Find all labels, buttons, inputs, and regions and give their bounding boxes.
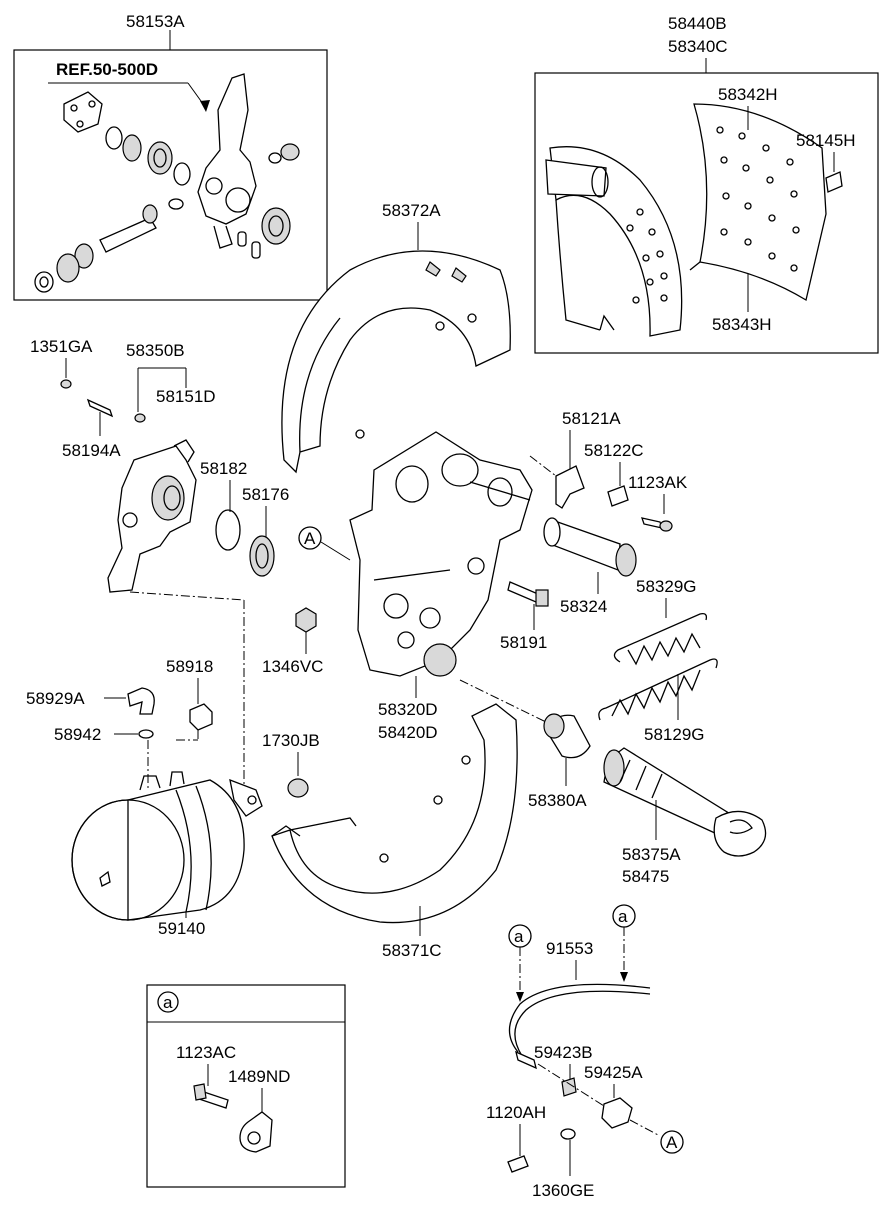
left-upper-small-parts: 1351GA 58350B 58151D 58194A 58182 58176 <box>30 337 289 593</box>
slack-adjuster-body-part <box>197 73 257 225</box>
label-58153A: 58153A <box>126 12 185 31</box>
label-58380A: 58380A <box>528 791 587 810</box>
label-58342H: 58342H <box>718 85 778 104</box>
label-58340C: 58340C <box>668 37 728 56</box>
label-1730JB: 1730JB <box>262 731 320 750</box>
shoe-rivet-holes <box>626 208 668 304</box>
label-1120AH: 1120AH <box>486 1103 546 1122</box>
label-58145H: 58145H <box>796 131 856 150</box>
valve-fitting-part <box>189 703 213 731</box>
elbow-fitting-part <box>127 687 155 715</box>
label-ref-50-500D: REF.50-500D <box>56 60 158 79</box>
springs-group: 58329G 58129G <box>598 577 718 744</box>
cam-bracket-group: 58121A 58122C 1123AK 58324 <box>529 409 688 616</box>
label-58182: 58182 <box>200 459 247 478</box>
brake-chamber-group: 59140 <box>71 591 263 938</box>
callout-A-upper-text: A <box>304 529 316 548</box>
label-58420D: 58420D <box>378 723 438 742</box>
label-58324: 58324 <box>560 597 607 616</box>
gasket-plate-part <box>63 91 103 133</box>
label-1360GE: 1360GE <box>532 1181 594 1200</box>
screw-part <box>507 1155 529 1173</box>
grease-fitting-part <box>86 398 114 418</box>
label-59423B: 59423B <box>534 1043 593 1062</box>
callout-a-detail-text: a <box>163 993 173 1012</box>
label-58191: 58191 <box>500 633 547 652</box>
label-59140: 59140 <box>158 919 205 938</box>
lining-rivet-holes <box>716 126 800 272</box>
label-1351GA: 1351GA <box>30 337 93 356</box>
brake-spider-group: 58320D 58420D <box>349 431 533 742</box>
label-58194A: 58194A <box>62 441 121 460</box>
brake-shoe-kit-group: 58440B 58340C 58342H 58145H 58343H <box>534 14 879 354</box>
washer-part <box>560 1128 576 1140</box>
sensor-holder-part <box>601 1097 633 1129</box>
label-91553: 91553 <box>546 939 593 958</box>
label-1346VC: 1346VC <box>262 657 323 676</box>
label-58929A: 58929A <box>26 689 85 708</box>
label-58371C: 58371C <box>382 941 442 960</box>
label-58375A: 58375A <box>622 845 681 864</box>
slack-adjuster-part <box>107 445 197 593</box>
callout-A-upper: A <box>298 526 351 561</box>
camshaft-group: 58375A 58475 <box>603 747 767 886</box>
worm-shaft-part <box>99 217 157 253</box>
snap-ring-part <box>215 509 241 551</box>
sensor-cable-part <box>508 983 651 1053</box>
return-spring-upper-part <box>613 612 708 663</box>
label-1489ND: 1489ND <box>228 1067 290 1086</box>
dust-shield-upper-part <box>281 250 511 474</box>
label-58121A: 58121A <box>562 409 621 428</box>
label-58129G: 58129G <box>644 725 705 744</box>
seal-part <box>249 535 275 577</box>
nut-part <box>295 607 317 633</box>
return-spring-lower-part <box>598 658 718 721</box>
callout-a-left-text: a <box>514 927 524 946</box>
rivet-part <box>825 171 843 193</box>
label-58372A: 58372A <box>382 201 441 220</box>
detail-a-box-group: a 1123AC 1489ND <box>146 984 346 1188</box>
brake-lining-part <box>693 103 827 302</box>
label-58918: 58918 <box>166 657 213 676</box>
label-58942: 58942 <box>54 725 101 744</box>
callout-A-lower-text: A <box>666 1133 678 1152</box>
label-1123AC: 1123AC <box>176 1043 236 1062</box>
label-58475: 58475 <box>622 867 669 886</box>
bolt-nut-group: 58191 1346VC <box>262 581 549 676</box>
bushing-group: 58380A <box>459 679 591 810</box>
dust-shield-lower-part <box>271 703 518 924</box>
brake-spider-part <box>349 431 533 677</box>
dust-shield-lower-group: 58371C <box>271 703 518 960</box>
label-58320D: 58320D <box>378 700 438 719</box>
sensor-clip-part <box>561 1077 577 1097</box>
detail-a-box <box>146 984 346 1188</box>
dust-shield-upper-group: 58372A <box>281 201 511 474</box>
label-59425A: 59425A <box>584 1063 643 1082</box>
cam-bracket-part <box>555 465 585 509</box>
bolt-part <box>507 581 539 603</box>
chamber-fittings-group: 58918 58929A 58942 <box>26 657 213 744</box>
plug-group: 1730JB <box>262 731 320 798</box>
label-58343H: 58343H <box>712 315 772 334</box>
label-58122C: 58122C <box>584 441 644 460</box>
slack-adjuster-kit-group: 58153A REF.50-500D <box>13 12 328 301</box>
label-58329G: 58329G <box>636 577 697 596</box>
label-1123AK: 1123AK <box>628 473 688 492</box>
label-58176: 58176 <box>242 485 289 504</box>
callout-a-right-text: a <box>618 907 628 926</box>
cam-bushing-part <box>549 519 621 571</box>
label-58350B: 58350B <box>126 341 185 360</box>
plug-part <box>287 778 309 798</box>
label-58151D: 58151D <box>156 387 216 406</box>
sensor-cable-group: a a 91553 59423B 59425A 1120AH 1360GE A <box>486 904 684 1200</box>
label-58440B: 58440B <box>668 14 727 33</box>
